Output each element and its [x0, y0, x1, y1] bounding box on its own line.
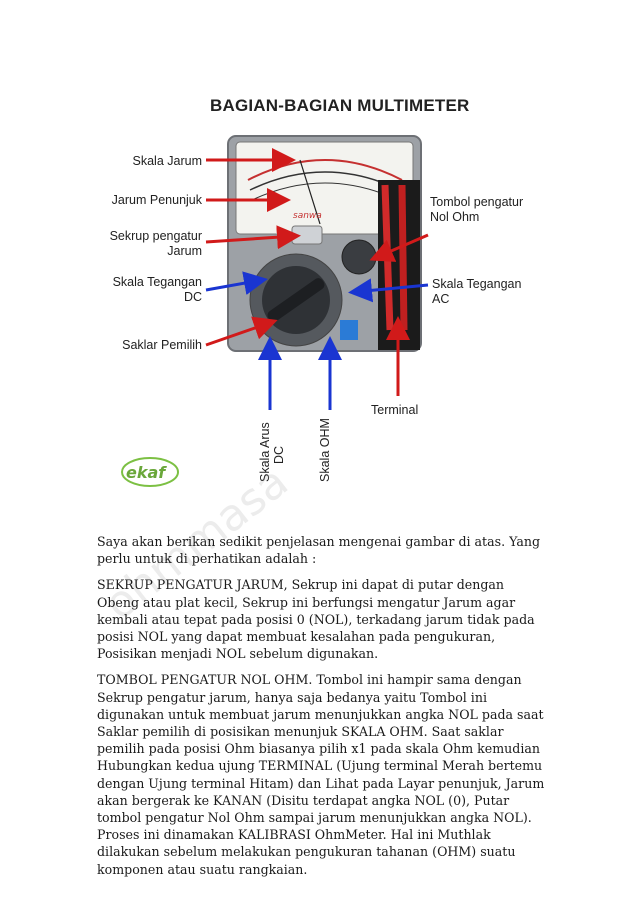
label-skala-jarum: Skala Jarum	[132, 154, 202, 168]
label-tombol-line2: Nol Ohm	[430, 210, 480, 224]
label-tombol-pengatur: Tombol pengatur Nol Ohm	[430, 195, 540, 225]
zero-adjust-screw	[291, 225, 323, 245]
logo-mark	[121, 457, 179, 487]
figure-title: BAGIAN-BAGIAN MULTIMETER	[210, 96, 470, 115]
needle	[299, 159, 321, 225]
paragraph-sekrup: SEKRUP PENGATUR JARUM, Sekrup ini dapat …	[97, 577, 535, 662]
multimeter-illustration: sanwa	[121, 135, 429, 487]
brand-text: sanwa	[293, 211, 322, 221]
label-terminal: Terminal	[371, 403, 419, 417]
paragraph-intro: Saya akan berikan sedikit penjelasan men…	[97, 534, 541, 567]
label-skala-ohm: Skala OHM	[318, 418, 332, 482]
label-jarum-penunjuk: Jarum Penunjuk	[111, 193, 202, 207]
paragraph-tombol: TOMBOL PENGATUR NOL OHM. Tombol ini hamp…	[97, 672, 545, 877]
label-skala-tegangan-dc: Skala Tegangan DC	[92, 275, 202, 305]
label-skala-dc-line2: DC	[183, 290, 202, 304]
body-text: Saya akan berikan sedikit penjelasan men…	[97, 533, 547, 887]
label-skala-tegangan-ac: Skala Tegangan AC	[432, 277, 542, 307]
zero-ohm-knob	[341, 239, 377, 275]
logo-text: ekaf	[126, 463, 166, 482]
label-sekrup-line1: Sekrup pengatur	[109, 229, 202, 243]
label-skala-ac-line1: Skala Tegangan	[432, 277, 522, 291]
label-saklar-pemilih: Saklar Pemilih	[122, 338, 202, 352]
label-skala-ac-line2: AC	[432, 292, 450, 306]
label-sekrup-pengatur: Sekrup pengatur Jarum	[92, 229, 202, 259]
multimeter-figure: sanwa BAGIAN-BAGIAN MULTIMETER Skala Jar…	[92, 96, 542, 487]
label-sekrup-line2: Jarum	[167, 244, 202, 258]
label-tombol-line1: Tombol pengatur	[430, 195, 524, 209]
label-skala-dc-line1: Skala Tegangan	[112, 275, 202, 289]
